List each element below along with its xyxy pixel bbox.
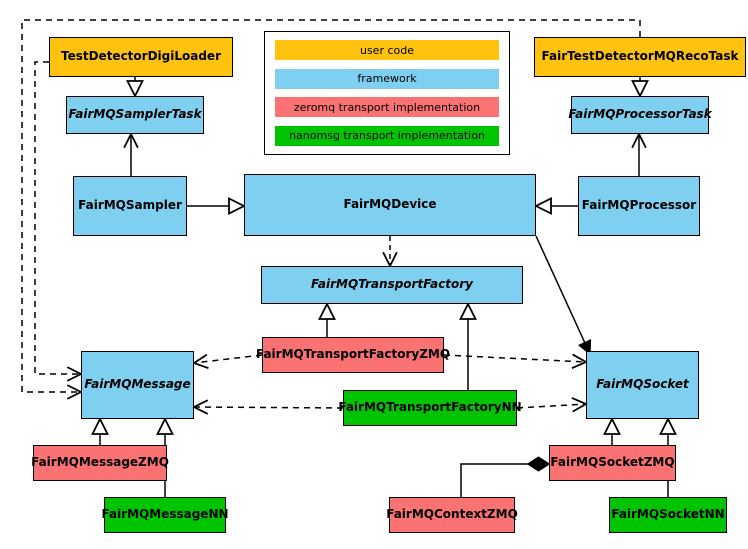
- class-label: FairMQMessageZMQ: [31, 455, 169, 470]
- class-label: FairMQProcessorTask: [568, 107, 712, 122]
- class-node-fairmqprocessor[interactable]: FairMQProcessor: [578, 176, 700, 236]
- class-label: FairMQMessage: [84, 377, 191, 392]
- class-node-fairmqmessage[interactable]: FairMQMessage: [81, 351, 194, 419]
- class-node-fairmqtransportfactorynn[interactable]: FairMQTransportFactoryNN: [338, 390, 522, 426]
- legend-item-zeromq: zeromq transport implementation: [275, 97, 499, 118]
- class-node-fairmqtransportfactory[interactable]: FairMQTransportFactory: [261, 266, 523, 304]
- class-node-fairmqsamplertask[interactable]: FairMQSamplerTask: [66, 96, 204, 134]
- legend-item-user-code: user code: [275, 40, 499, 60]
- legend-label-nanomsg: nanomsg transport implementation: [289, 129, 485, 143]
- legend-panel: user code framework zeromq transport imp…: [264, 31, 510, 155]
- class-label: FairTestDetectorMQRecoTask: [541, 49, 739, 64]
- class-label: FairMQTransportFactoryNN: [338, 400, 522, 415]
- legend-label-user-code: user code: [359, 43, 415, 57]
- class-label: FairMQSamplerTask: [68, 107, 202, 122]
- class-node-fairmqprocessortask[interactable]: FairMQProcessorTask: [568, 96, 712, 134]
- class-label: FairMQSampler: [78, 198, 182, 213]
- class-node-testdetectordigiloader[interactable]: TestDetectorDigiLoader: [49, 37, 233, 77]
- class-label: FairMQSocketNN: [611, 507, 725, 522]
- class-node-fairmqmessagenn[interactable]: FairMQMessageNN: [101, 497, 229, 533]
- edge-dependency-tfnn-socket: [516, 404, 586, 408]
- class-node-fairmqtransportfactoryzmq[interactable]: FairMQTransportFactoryZMQ: [256, 337, 450, 373]
- class-node-fairmqsampler[interactable]: FairMQSampler: [73, 176, 187, 236]
- legend-label-framework: framework: [357, 72, 417, 86]
- class-label: FairMQTransportFactoryZMQ: [255, 347, 451, 362]
- class-node-fairmqmessagezmq[interactable]: FairMQMessageZMQ: [31, 445, 169, 481]
- edge-dependency-tfzmq-message: [194, 355, 263, 363]
- class-label: FairMQMessageNN: [101, 507, 229, 522]
- edge-association-device-socket: [535, 235, 590, 354]
- legend-item-framework: framework: [275, 68, 499, 89]
- class-label: FairMQProcessor: [581, 198, 697, 213]
- class-node-fairmqsocketzmq[interactable]: FairMQSocketZMQ: [549, 445, 676, 481]
- class-label: TestDetectorDigiLoader: [60, 49, 221, 64]
- edge-dependency-tfnn-message: [194, 407, 344, 408]
- class-node-fairmqdevice[interactable]: FairMQDevice: [244, 174, 536, 236]
- class-label: FairMQSocketZMQ: [550, 455, 675, 470]
- class-label: FairMQDevice: [343, 197, 437, 212]
- class-label: FairMQSocket: [596, 377, 689, 392]
- legend-label-zeromq: zeromq transport implementation: [293, 100, 481, 114]
- class-label: FairMQContextZMQ: [386, 507, 518, 522]
- class-node-fairtestdetectormqrecotask[interactable]: FairTestDetectorMQRecoTask: [534, 37, 746, 77]
- edge-dependency-tfzmq-socket: [443, 355, 586, 362]
- class-node-fairmqcontextzmq[interactable]: FairMQContextZMQ: [386, 497, 518, 533]
- legend-item-nanomsg: nanomsg transport implementation: [275, 125, 499, 146]
- edge-composition-contextzmq-socketzmq: [460, 456, 551, 497]
- class-label: FairMQTransportFactory: [311, 277, 473, 292]
- class-node-fairmqsocketnn[interactable]: FairMQSocketNN: [609, 497, 727, 533]
- class-node-fairmqsocket[interactable]: FairMQSocket: [586, 351, 699, 419]
